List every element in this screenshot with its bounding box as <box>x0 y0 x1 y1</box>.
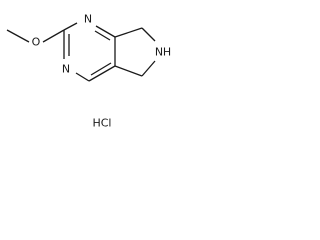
bond-c4-c4a-double <box>90 62 112 76</box>
bond-c7a-n1-double <box>94 30 111 41</box>
bond-oxygen-c2 <box>42 29 65 43</box>
bond-c7a-n1 <box>95 25 116 38</box>
bond-lines <box>6 22 156 82</box>
bond-c7-n6 <box>141 27 156 42</box>
ring-nitrogen-top-label: N <box>84 13 92 26</box>
bond-c7a-c7 <box>114 27 143 38</box>
bond-c4-c4a <box>88 65 116 82</box>
oxygen-label: O <box>32 36 41 49</box>
structure-diagram: O N N N H HCl <box>6 13 171 130</box>
bond-n3-c4 <box>75 72 90 82</box>
amine-hydrogen-label: H <box>163 46 171 59</box>
salt-label: HCl <box>92 117 111 130</box>
ring-nitrogen-bottom-label: N <box>62 63 70 76</box>
bond-methyl-oxygen <box>6 29 30 43</box>
bond-c2-n1 <box>63 22 78 31</box>
amine-nitrogen-label: N <box>155 46 163 59</box>
bond-c5-c4a <box>114 65 143 77</box>
bond-n6-c5 <box>141 60 156 77</box>
